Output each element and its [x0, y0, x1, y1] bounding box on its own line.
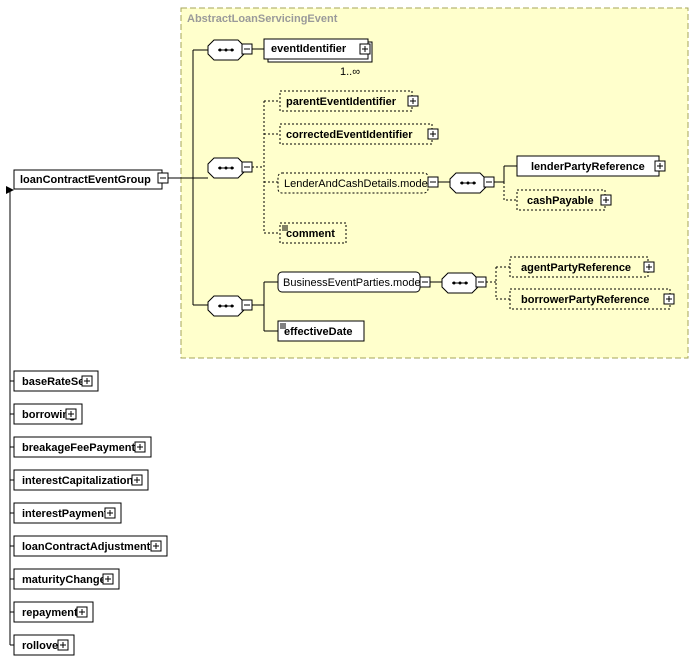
- sequence-2-collapse-icon[interactable]: [241, 161, 253, 173]
- sequence-compositor-3: [449, 172, 487, 194]
- borrower-party-reference-expand-icon[interactable]: [663, 293, 675, 305]
- parent-event-identifier-label: parentEventIdentifier: [286, 96, 397, 108]
- comment-element[interactable]: comment: [279, 222, 347, 244]
- substitution-item[interactable]: repayment: [13, 601, 94, 623]
- borrower-party-reference-label: borrowerPartyReference: [521, 294, 649, 306]
- substitution-item[interactable]: maturityChange: [13, 568, 120, 590]
- substitution-item-label: maturityChange: [22, 574, 106, 586]
- root-element[interactable]: loanContractEventGroup: [13, 169, 163, 190]
- corrected-event-identifier-label: correctedEventIdentifier: [286, 129, 413, 141]
- lender-party-reference-label: lenderPartyReference: [531, 161, 645, 173]
- substitution-item-label: interestPayment: [22, 508, 108, 520]
- plus-box-icon[interactable]: [76, 606, 88, 618]
- lender-and-cash-details-collapse-icon[interactable]: [427, 176, 439, 188]
- lender-party-reference-expand-icon[interactable]: [654, 160, 666, 172]
- substitution-item[interactable]: loanContractAdjustment: [13, 535, 168, 557]
- sequence-compositor-2: [207, 157, 245, 179]
- text-content-icon: [282, 225, 288, 231]
- group-title: AbstractLoanServicingEvent: [187, 13, 338, 25]
- sequence-3-collapse-icon[interactable]: [483, 176, 495, 188]
- plus-box-icon[interactable]: [104, 507, 116, 519]
- comment-label: comment: [286, 228, 335, 240]
- business-event-parties-group[interactable]: BusinessEventParties.model: [277, 271, 423, 293]
- substitution-group-members: baseRateSet borrowing breakageFeePayment in…: [10, 370, 168, 656]
- substitution-item-label: rollover: [22, 640, 63, 652]
- substitution-item[interactable]: breakageFeePayment: [13, 436, 152, 458]
- event-identifier-label: eventIdentifier: [271, 43, 347, 55]
- substitution-item-label: loanContractAdjustment: [22, 541, 151, 553]
- plus-box-icon[interactable]: [150, 540, 162, 552]
- lender-party-reference-element[interactable]: lenderPartyReference: [516, 155, 660, 177]
- sequence-5-collapse-icon[interactable]: [475, 276, 487, 288]
- event-identifier-cardinality: 1..∞: [340, 66, 360, 78]
- lender-and-cash-details-group[interactable]: LenderAndCashDetails.model: [277, 172, 430, 194]
- business-event-parties-label: BusinessEventParties.model: [283, 277, 423, 289]
- plus-box-icon[interactable]: [65, 408, 77, 420]
- plus-box-icon[interactable]: [102, 573, 114, 585]
- substitution-item-label: repayment: [22, 607, 78, 619]
- substitution-item-label: breakageFeePayment: [22, 442, 135, 454]
- plus-box-icon[interactable]: [134, 441, 146, 453]
- substitution-item-label: borrowing: [22, 409, 76, 421]
- plus-box-icon[interactable]: [131, 474, 143, 486]
- effective-date-element[interactable]: effectiveDate: [277, 320, 365, 342]
- plus-box-icon[interactable]: [81, 375, 93, 387]
- agent-party-reference-label: agentPartyReference: [521, 262, 631, 274]
- effective-date-label: effectiveDate: [284, 326, 352, 338]
- substitution-item-label: baseRateSet: [22, 376, 88, 388]
- substitution-item-label: interestCapitalization: [22, 475, 134, 487]
- sequence-compositor-4: [207, 295, 245, 317]
- parent-event-identifier-expand-icon[interactable]: [407, 95, 419, 107]
- root-collapse-icon[interactable]: [157, 172, 169, 184]
- sequence-compositor-5: [441, 272, 479, 294]
- corrected-event-identifier-expand-icon[interactable]: [427, 128, 439, 140]
- sequence-1-collapse-icon[interactable]: [241, 43, 253, 55]
- substitution-item[interactable]: interestCapitalization: [13, 469, 149, 491]
- plus-box-icon[interactable]: [57, 639, 69, 651]
- root-element-label: loanContractEventGroup: [20, 174, 151, 186]
- event-identifier-expand-icon[interactable]: [359, 43, 371, 55]
- text-content-icon: [280, 323, 286, 329]
- business-event-parties-collapse-icon[interactable]: [419, 276, 431, 288]
- substitution-item[interactable]: interestPayment: [13, 502, 122, 524]
- cash-payable-expand-icon[interactable]: [600, 194, 612, 206]
- lender-and-cash-details-label: LenderAndCashDetails.model: [284, 178, 430, 190]
- event-identifier-element[interactable]: eventIdentifier: [263, 38, 373, 63]
- sequence-compositor-1: [207, 39, 245, 61]
- substitution-item[interactable]: borrowing: [13, 403, 83, 425]
- sequence-4-collapse-icon[interactable]: [241, 299, 253, 311]
- agent-party-reference-expand-icon[interactable]: [643, 261, 655, 273]
- substitution-item[interactable]: baseRateSet: [13, 370, 99, 392]
- cash-payable-label: cashPayable: [527, 195, 594, 207]
